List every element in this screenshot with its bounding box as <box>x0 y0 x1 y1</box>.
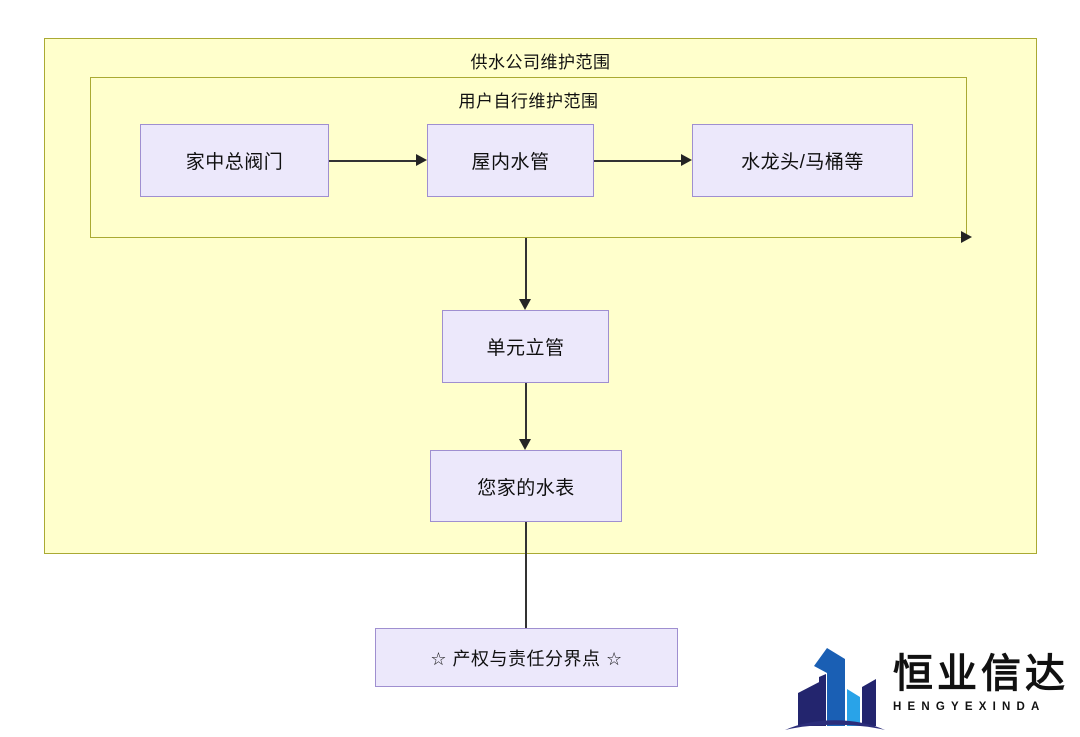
logo-title: 恒业信达 <box>893 651 1069 696</box>
arrowhead-zone-right-icon <box>961 231 972 243</box>
node-indoor-pipe[interactable]: 屋内水管 <box>427 124 594 197</box>
logo-subtitle: HENGYEXINDA <box>893 700 1046 713</box>
edge-indoor-pipe-to-riser <box>525 238 527 304</box>
arrowhead-right-icon <box>681 154 692 166</box>
edge-main-valve-to-indoor-pipe <box>329 160 418 162</box>
node-main-valve[interactable]: 家中总阀门 <box>140 124 329 197</box>
arrowhead-down-icon <box>519 299 531 310</box>
logo-text-block: 恒业信达 HENGYEXINDA <box>893 653 1069 713</box>
edge-riser-to-water-meter <box>525 383 527 444</box>
node-water-meter[interactable]: 您家的水表 <box>430 450 622 522</box>
company-logo: 恒业信达 HENGYEXINDA <box>783 630 1073 735</box>
edge-water-meter-to-boundary <box>525 522 527 628</box>
arrowhead-down-icon <box>519 439 531 450</box>
arrowhead-right-icon <box>416 154 427 166</box>
node-fixtures[interactable]: 水龙头/马桶等 <box>692 124 913 197</box>
zone-supply-company-title: 供水公司维护范围 <box>470 53 611 72</box>
zone-user-self-title: 用户自行维护范围 <box>458 92 599 111</box>
edge-indoor-pipe-to-fixtures <box>594 160 683 162</box>
node-riser[interactable]: 单元立管 <box>442 310 609 383</box>
node-ownership-boundary[interactable]: ☆ 产权与责任分界点 ☆ <box>375 628 678 687</box>
building-logo-icon <box>785 647 885 730</box>
